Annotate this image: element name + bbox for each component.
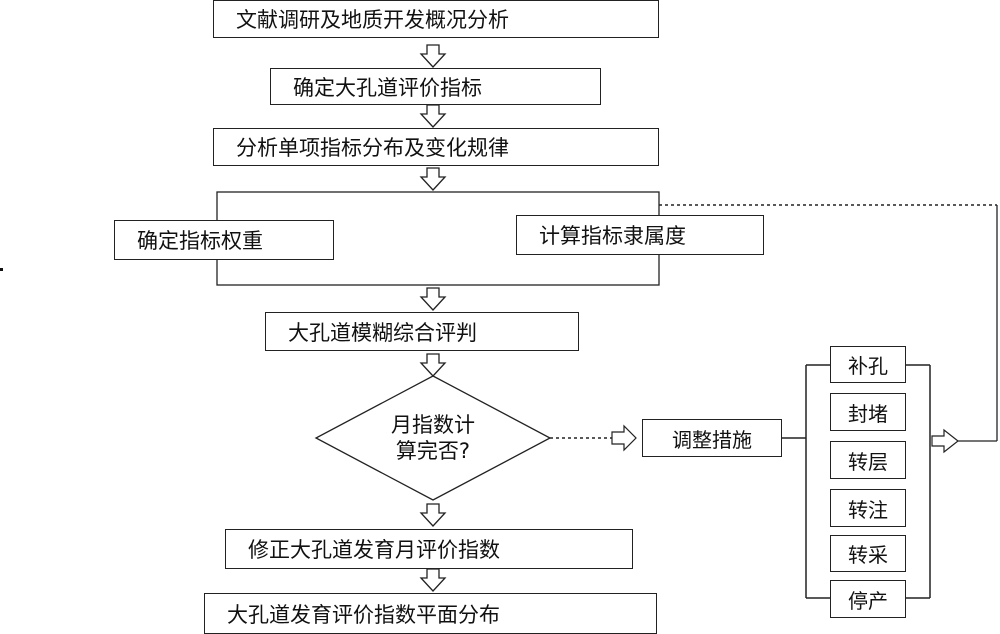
step-determine-weights: 确定指标权重 bbox=[114, 220, 334, 260]
measure-plug: 封堵 bbox=[830, 393, 906, 431]
decision-line-1: 月指数计 bbox=[391, 413, 475, 437]
down-arrow-3 bbox=[420, 167, 446, 191]
measure-convert-production: 转采 bbox=[830, 535, 906, 572]
decision-diamond bbox=[314, 375, 552, 501]
measure-convert-injection: 转注 bbox=[830, 489, 906, 527]
measure-layer-switch: 转层 bbox=[830, 441, 906, 479]
adjust-measures-box: 调整措施 bbox=[642, 419, 782, 457]
right-arrow-measures bbox=[931, 428, 959, 454]
step-revise-monthly-index: 修正大孔道发育月评价指数 bbox=[225, 529, 633, 569]
step-literature-review: 文献调研及地质开发概况分析 bbox=[213, 0, 659, 38]
down-arrow-4 bbox=[420, 287, 446, 311]
down-arrow-5 bbox=[420, 353, 446, 377]
step-analyze-indicators: 分析单项指标分布及变化规律 bbox=[213, 128, 659, 166]
down-arrow-1 bbox=[420, 44, 446, 68]
right-arrow-adjust bbox=[611, 424, 637, 452]
step-membership-degree: 计算指标隶属度 bbox=[516, 215, 764, 255]
decision-line-2: 算完否? bbox=[395, 439, 471, 463]
down-arrow-2 bbox=[420, 104, 446, 128]
step-fuzzy-evaluation: 大孔道模糊综合评判 bbox=[265, 312, 579, 351]
measure-shut-in: 停产 bbox=[830, 580, 906, 618]
down-arrow-6 bbox=[420, 503, 446, 527]
stray-dot bbox=[0, 268, 3, 271]
measure-perforate: 补孔 bbox=[830, 346, 906, 383]
step-index-plane-distribution: 大孔道发育评价指数平面分布 bbox=[204, 593, 657, 634]
down-arrow-7 bbox=[420, 568, 446, 592]
decision-label: 月指数计 算完否? bbox=[363, 412, 503, 464]
step-define-indicators: 确定大孔道评价指标 bbox=[270, 68, 601, 105]
